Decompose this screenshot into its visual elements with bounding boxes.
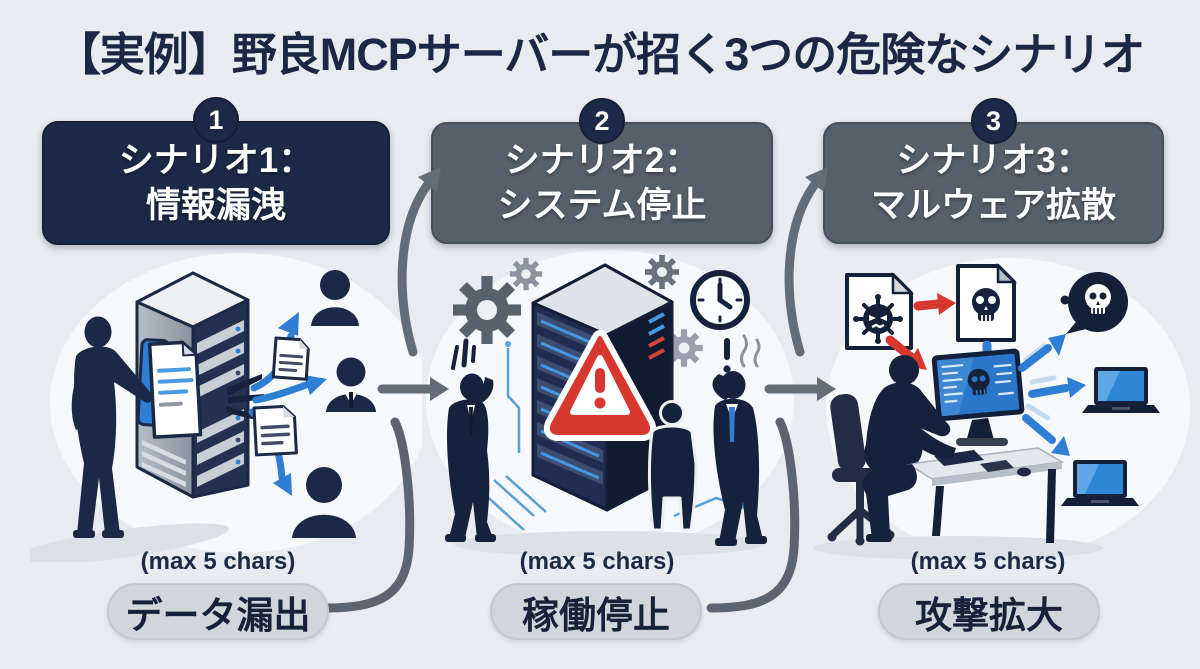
virus-file-icon bbox=[845, 271, 915, 350]
businessman-silhouette-icon bbox=[71, 316, 153, 538]
exclamation-icon bbox=[723, 338, 731, 373]
heat-squiggle-icon bbox=[740, 334, 761, 368]
floor-shadow bbox=[30, 523, 229, 562]
scenario-3-illustration bbox=[813, 258, 1190, 560]
scenario-2-heading-line2: システム停止 bbox=[497, 186, 707, 225]
scenario-2-badge: 2 bbox=[579, 98, 625, 144]
skull-icon bbox=[972, 288, 1000, 321]
virus-icon bbox=[853, 294, 903, 344]
scenario-3-heading-line2: マルウェア拡散 bbox=[870, 186, 1116, 225]
page-title: 【実例】野良MCPサーバーが招く3つの危険なシナリオ bbox=[55, 29, 1146, 80]
scenario-2-heading: シナリオ2： システム停止 bbox=[498, 138, 707, 229]
document-icon bbox=[252, 404, 298, 457]
document-icon bbox=[271, 336, 310, 381]
scenario-1-heading-line1: シナリオ1： bbox=[118, 140, 314, 180]
scenario-1-heading-line2: 情報漏洩 bbox=[145, 186, 286, 225]
laptop-icon bbox=[1061, 460, 1139, 506]
scenario-3-result-pill: 攻撃拡大 bbox=[878, 583, 1100, 640]
scenario-1-heading: シナリオ1： 情報漏洩 bbox=[119, 138, 313, 229]
scenario-1-result-pill: データ漏出 bbox=[107, 583, 329, 640]
scenario-1-badge: 1 bbox=[193, 97, 239, 143]
gear-icon bbox=[453, 276, 521, 344]
scenario-3-heading-line1: シナリオ3： bbox=[896, 140, 1091, 180]
scenario-3-header: 3 シナリオ3： マルウェア拡散 bbox=[823, 98, 1164, 244]
skull-bubble-icon bbox=[1060, 272, 1128, 334]
confused-person-icon bbox=[647, 400, 698, 532]
skull-file-icon bbox=[956, 262, 1018, 342]
scenario-3-note: (max 5 chars) bbox=[910, 548, 1066, 575]
stress-marks-icon bbox=[451, 338, 476, 370]
scenario-1-header: 1 シナリオ1： 情報漏洩 bbox=[42, 97, 390, 245]
gear-icon bbox=[645, 255, 679, 289]
spread-arrow-icon bbox=[1018, 344, 1070, 444]
confused-person-icon bbox=[445, 373, 496, 542]
scenario-3-heading: シナリオ3： マルウェア拡散 bbox=[871, 138, 1116, 229]
person-bust-icon bbox=[326, 357, 376, 412]
scenario-1-note: (max 5 chars) bbox=[140, 548, 296, 575]
spread-arrowheads bbox=[1048, 334, 1086, 456]
laptop-icon bbox=[1082, 367, 1160, 413]
scenario-2-illustration bbox=[426, 250, 794, 557]
person-bust-icon bbox=[311, 270, 359, 326]
scenario-1-illustration bbox=[30, 253, 422, 562]
scenario-2-heading-line1: シナリオ2： bbox=[504, 140, 700, 180]
scenario-2-note: (max 5 chars) bbox=[519, 548, 675, 575]
scenario-2-result-pill: 稼働停止 bbox=[490, 583, 702, 640]
hacker-at-desk-icon bbox=[862, 355, 956, 542]
document-icon bbox=[147, 340, 203, 439]
scenario-3-badge: 3 bbox=[970, 98, 1017, 144]
clock-icon bbox=[690, 270, 750, 330]
keyboard-icon bbox=[934, 450, 1031, 477]
leak-source-streaks bbox=[226, 374, 264, 421]
floor-shadow bbox=[454, 531, 764, 557]
skull-icon bbox=[967, 368, 990, 396]
infected-monitor-icon bbox=[931, 348, 1025, 446]
warning-triangle-icon bbox=[543, 330, 657, 441]
mouse-icon bbox=[1017, 467, 1031, 477]
scenario-2-header: 2 シナリオ2： システム停止 bbox=[431, 98, 773, 244]
gear-icon bbox=[509, 257, 543, 291]
leak-arrowheads bbox=[273, 312, 327, 496]
